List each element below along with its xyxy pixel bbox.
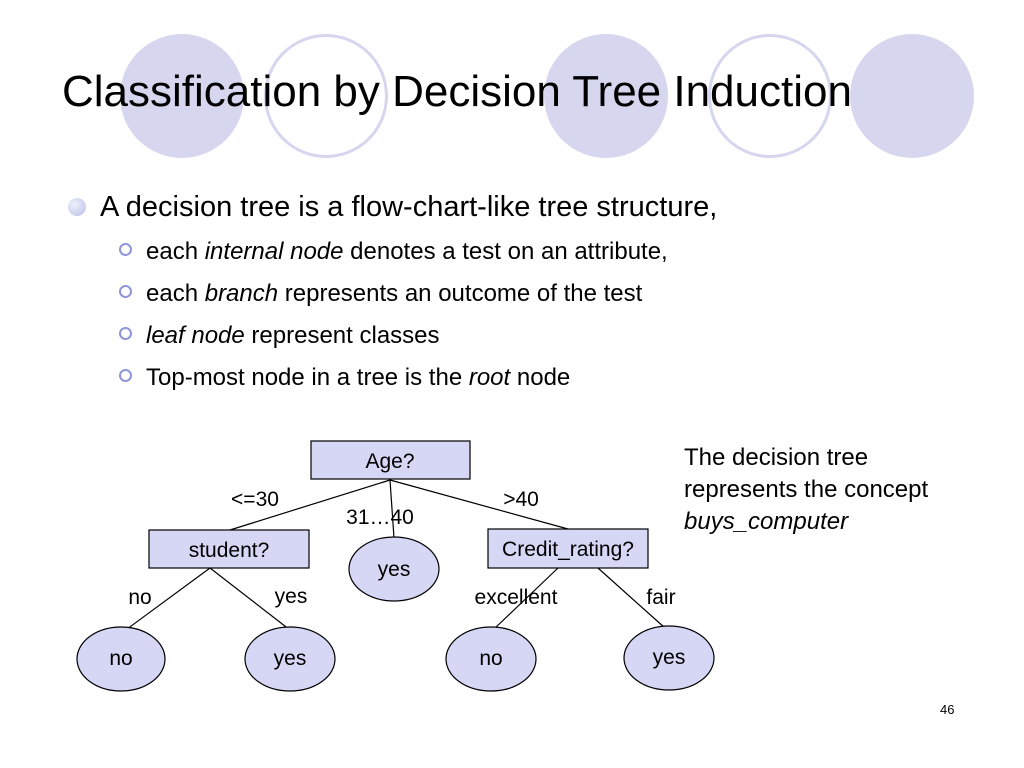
sub-bullet-text: represents an outcome of the test: [278, 280, 643, 307]
sub-bullet-text: Top-most node in a tree is the: [146, 364, 469, 391]
sub-bullet-emphasis: root: [468, 364, 511, 391]
bullet-main-text: A decision tree is a flow-chart-like tre…: [100, 191, 718, 223]
node-student-label: student?: [189, 539, 270, 562]
leaf-yes-mid-label: yes: [378, 558, 411, 581]
edge-label-fair: fair: [646, 586, 675, 609]
bullet-ring-icon: [119, 243, 132, 256]
sub-bullet-root: Top-most node in a tree is the root node: [62, 360, 962, 396]
leaf-yes-mid: [348, 536, 440, 602]
sub-bullet-text: node: [510, 364, 571, 391]
diagram-caption: The decision tree represents the concept…: [684, 442, 928, 538]
edge-label-student-yes: yes: [275, 585, 308, 608]
sub-bullet-text: each: [146, 238, 205, 265]
edge-age-le30: [229, 479, 391, 531]
node-age-box: [310, 440, 471, 480]
bullet-dot-icon: [68, 198, 86, 216]
slide-title: Classification by Decision Tree Inductio…: [62, 67, 852, 116]
bullet-ring-icon: [119, 327, 132, 340]
sub-bullet-text: each: [146, 280, 205, 307]
decor-circle-filled: [544, 34, 668, 158]
leaf-yes-student: [244, 626, 336, 692]
sub-bullet-text: represent classes: [244, 322, 440, 349]
caption-line: represents the concept: [684, 476, 929, 503]
edge-label-excellent: excellent: [475, 586, 558, 609]
node-credit-label: Credit_rating?: [502, 538, 634, 561]
sub-bullet-emphasis: internal node: [204, 238, 344, 265]
leaf-yes-credit: [623, 625, 715, 691]
caption-line: The decision tree: [684, 444, 869, 471]
edge-label-gt40: >40: [503, 488, 539, 511]
edge-age-31-40: [389, 479, 395, 539]
sub-bullet-internal-node: each internal node denotes a test on an …: [62, 234, 962, 270]
caption-concept: buys_computer: [684, 508, 849, 535]
node-credit-box: [487, 528, 649, 569]
bullet-ring-icon: [119, 369, 132, 382]
bullet-ring-icon: [119, 285, 132, 298]
leaf-no-student-label: no: [109, 647, 132, 670]
edge-label-31-40: 31…40: [346, 506, 414, 529]
bullet-main: A decision tree is a flow-chart-like tre…: [62, 186, 962, 228]
bullet-list: A decision tree is a flow-chart-like tre…: [62, 186, 962, 396]
decor-circle-filled: [120, 34, 244, 158]
decor-circle-filled: [850, 34, 974, 158]
decor-circle-outline: [708, 34, 832, 158]
edge-label-le30: <=30: [231, 488, 279, 511]
sub-bullet-emphasis: branch: [204, 280, 279, 307]
edge-student-yes: [209, 567, 291, 631]
edge-credit-fair: [597, 567, 666, 629]
edge-age-gt40: [389, 479, 569, 530]
page-number: 46: [940, 702, 955, 717]
leaf-no-credit-label: no: [479, 647, 502, 670]
sub-bullet-branch: each branch represents an outcome of the…: [62, 276, 962, 312]
decor-circle-outline: [264, 34, 388, 158]
sub-bullet-emphasis: leaf node: [146, 322, 245, 349]
node-student-box: [148, 529, 310, 569]
edge-student-no: [122, 567, 211, 633]
leaf-yes-credit-label: yes: [653, 646, 686, 669]
leaf-no-credit: [445, 626, 537, 692]
leaf-yes-student-label: yes: [274, 647, 307, 670]
node-age-label: Age?: [365, 450, 414, 473]
leaf-no-student: [76, 626, 166, 692]
sub-bullet-text: denotes a test on an attribute,: [343, 238, 668, 265]
sub-bullet-leaf-node: leaf node represent classes: [62, 318, 962, 354]
edge-credit-excellent: [493, 567, 559, 630]
edge-label-student-no: no: [128, 586, 151, 609]
